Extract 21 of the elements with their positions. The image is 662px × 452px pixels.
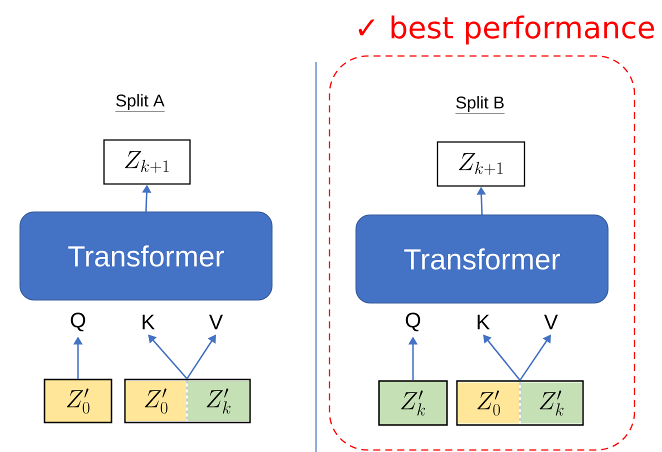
token-box: $Z'_0$ [44,378,112,424]
input-letter: V [544,314,558,330]
token-box: $Z'_k$ [378,380,448,426]
token-cell: $Z'_k$ [188,381,250,421]
region-heading: ✓ best performance [358,15,654,45]
token-cell: $Z'_k$ [520,382,582,424]
input-letter: K [478,314,490,330]
input-letter: Q [70,312,86,332]
token-cell: $Z'_0$ [126,380,188,422]
output-box: $Z_{k+1}$ [103,139,191,185]
split-heading: Split A [115,94,165,112]
token-cell: $Z'_0$ [458,382,520,424]
input-letter: Q [406,312,420,332]
transformer-box: Transformer [20,212,272,300]
token-pair-box [456,380,584,426]
split-heading: Split B [455,96,505,114]
token-pair-box [124,378,251,424]
output-box: $Z_{k+1}$ [436,141,526,187]
transformer-box: Transformer [356,214,608,304]
input-letter: K [142,314,155,330]
input-letter: V [209,314,223,330]
